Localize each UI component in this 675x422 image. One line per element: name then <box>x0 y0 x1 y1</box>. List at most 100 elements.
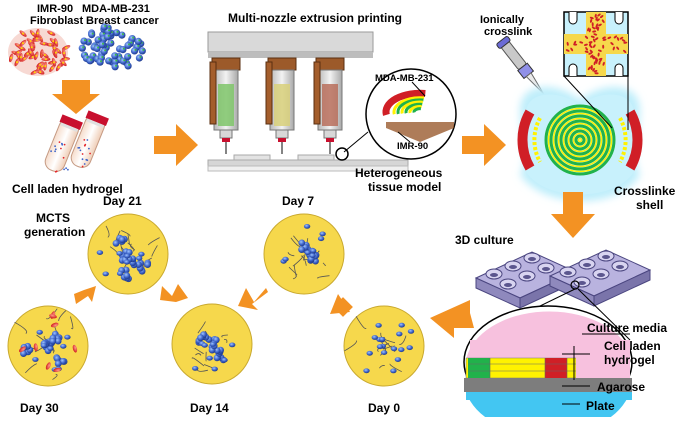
well-content <box>616 265 624 269</box>
cancer-cell-nucleus <box>115 65 117 67</box>
single-cancer-cell <box>97 250 103 255</box>
cancer-cell <box>125 62 132 69</box>
cancer-cell <box>105 57 112 64</box>
nozzle-tip-cap <box>278 138 286 142</box>
fibroblast-nucleus <box>32 56 34 58</box>
fibroblast-nucleus <box>50 32 52 34</box>
single-cancer-cell <box>367 351 373 356</box>
fibroblast-nucleus <box>65 58 67 60</box>
single-cancer-cell <box>124 260 130 265</box>
cancer-cell <box>80 38 87 45</box>
tube-cell-dot <box>50 150 52 152</box>
generation-label: generation <box>24 225 85 239</box>
cancer-cell <box>101 48 108 55</box>
well-content <box>542 267 550 271</box>
single-cancer-cell <box>318 236 324 241</box>
cancer-cell-sphere <box>298 246 305 253</box>
single-cancer-cell <box>47 346 53 351</box>
cancer-cell-sphere <box>49 338 56 345</box>
arrow-down-cells <box>52 80 100 114</box>
culture-3d-label: 3D culture <box>455 233 514 247</box>
fibroblast-nucleus <box>51 67 53 69</box>
fibroblast-nucleus <box>27 53 29 55</box>
single-cancer-cell <box>202 343 208 348</box>
tube-cell-dot <box>63 157 65 159</box>
nozzle-clamp <box>314 62 320 124</box>
cancer-cell <box>79 45 86 52</box>
tube-cell-dot <box>59 141 61 143</box>
nozzle-tip-body <box>220 130 232 138</box>
fibroblast-nucleus <box>45 58 47 60</box>
cancer-cell <box>111 52 118 59</box>
cancer-cell-nucleus <box>128 55 130 57</box>
single-cancer-cell <box>32 357 38 362</box>
fibroblast-nucleus <box>36 37 38 39</box>
single-cancer-cell <box>37 330 43 335</box>
tube-cell-dot <box>89 153 91 155</box>
fibroblast-nucleus <box>30 51 32 53</box>
single-cancer-cell <box>282 257 288 262</box>
crosslink-label: crosslink <box>484 26 533 38</box>
single-cancer-cell <box>381 350 387 355</box>
spheroid-series <box>8 214 424 386</box>
single-cancer-cell <box>221 358 227 363</box>
single-cancer-cell <box>377 344 383 349</box>
cancer-cell-nucleus <box>132 37 134 39</box>
fibroblast-nucleus <box>63 52 65 54</box>
fibroblast-nucleus <box>43 43 45 45</box>
well-content <box>528 257 536 261</box>
cancer-cell-sphere <box>298 240 305 247</box>
cancer-cell-nucleus <box>111 41 113 43</box>
tube-cell-dot <box>82 166 84 168</box>
nozzle-tip-cap <box>326 138 334 142</box>
well-content <box>602 255 610 259</box>
fibroblast-nucleus <box>22 33 24 35</box>
single-cancer-cell <box>395 357 401 362</box>
cell-laden-label: Cell laden <box>604 339 661 353</box>
single-cancer-cell <box>319 232 325 237</box>
cancer-cell-sphere <box>197 334 204 341</box>
single-cancer-cell <box>210 342 216 347</box>
cancer-cell-nucleus <box>123 48 125 50</box>
fibroblast-label: Fibroblast <box>30 15 84 27</box>
cancer-cell-nucleus <box>98 38 100 40</box>
arrow-day7-to-day14 <box>238 288 268 310</box>
tube-cell-dot <box>67 169 69 171</box>
cancer-cell <box>136 54 143 61</box>
single-cancer-cell <box>396 332 402 337</box>
nozzle-clamp <box>210 62 216 124</box>
cancer-cell-cluster <box>79 23 146 70</box>
fibroblast-nucleus <box>16 61 18 63</box>
arrow-right-2 <box>462 124 506 166</box>
single-cancer-cell <box>398 347 404 352</box>
well-content <box>509 265 517 269</box>
cancer-cell-nucleus <box>115 54 117 56</box>
fibroblast-nucleus <box>17 51 19 53</box>
single-cancer-cell <box>64 335 70 340</box>
single-cancer-cell <box>60 344 66 349</box>
cancer-cell-nucleus <box>82 46 84 48</box>
well-content <box>597 273 605 277</box>
single-cancer-cell <box>399 323 405 328</box>
cancer-cell-nucleus <box>137 45 139 47</box>
cancer-cell-nucleus <box>108 29 110 31</box>
day0-label: Day 0 <box>368 401 400 415</box>
bioink-fill <box>274 84 290 126</box>
plate-label: Plate <box>586 399 615 413</box>
cancer-cell-nucleus <box>123 59 125 61</box>
tube-cell-dot <box>55 171 57 173</box>
cancer-cell-sphere <box>144 261 151 268</box>
single-cancer-cell <box>192 366 198 371</box>
inset-mda-label: MDA-MB-231 <box>375 73 434 84</box>
single-cancer-cell <box>229 343 235 348</box>
fibroblast-nucleus <box>44 54 46 56</box>
cancer-cell-sphere <box>123 272 130 279</box>
single-cancer-cell <box>390 369 396 374</box>
fibroblast-nucleus <box>49 44 51 46</box>
fibroblast-nucleus <box>62 62 64 64</box>
single-cancer-cell <box>212 367 218 372</box>
fibroblast-nucleus <box>24 58 26 60</box>
imr90-label: IMR-90 <box>37 3 73 15</box>
fibroblast-nucleus <box>65 47 67 49</box>
